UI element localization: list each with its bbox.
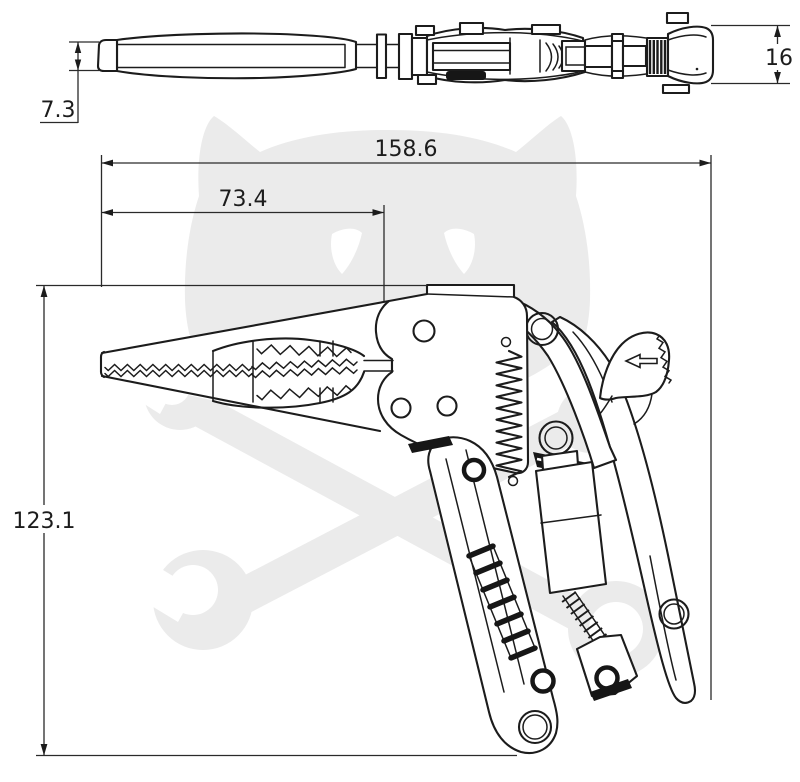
grip-hole-mid: [530, 668, 556, 694]
dimension-head-width: 16: [711, 24, 794, 85]
dimension-nose-thickness: 7.3: [40, 41, 99, 124]
grip-edge-shade: [408, 436, 453, 453]
top-view-end-grip: [661, 11, 715, 95]
pad-serration: [655, 335, 673, 384]
adjusting-screw-block: [534, 449, 608, 595]
cat-eye-right: [444, 228, 475, 274]
top-view-nose-tip: [96, 38, 119, 73]
upper-jaw-edge: [100, 299, 391, 355]
dimension-overall-length: 158.6: [100, 137, 712, 700]
jaw-slot: [363, 359, 394, 372]
adjusting-knob: [575, 633, 639, 701]
dim-label-nose-thickness: 7.3: [41, 98, 76, 123]
dim-label-overall-length: 158.6: [375, 137, 438, 162]
grip-hole-top: [461, 457, 487, 483]
link-arm: [506, 297, 618, 470]
lower-jaw-edge: [100, 374, 382, 433]
top-view-linkage: [583, 32, 648, 80]
grip-spring: [466, 543, 538, 661]
dim-label-jaw-length: 73.4: [219, 187, 268, 212]
jaws: [99, 299, 392, 440]
pivot-body: [363, 283, 530, 475]
cat-eye-left: [331, 228, 362, 274]
dim-label-head-width: 16: [765, 46, 793, 71]
side-view: [99, 283, 697, 754]
dimension-overall-height: 123.1: [13, 284, 517, 757]
release-arrow-icon: [624, 353, 658, 369]
grip-handle: [408, 436, 559, 754]
pivot-holes: [390, 319, 458, 419]
top-view-handle: [115, 32, 358, 80]
top-view: [96, 11, 715, 95]
grip-hole-bottom: [517, 709, 553, 745]
top-view-knurled-knob: [645, 36, 670, 78]
dim-label-overall-height: 123.1: [13, 509, 76, 534]
top-view-head: [414, 21, 587, 86]
coil-spring: [495, 336, 523, 487]
serrated-teeth: [104, 343, 358, 401]
